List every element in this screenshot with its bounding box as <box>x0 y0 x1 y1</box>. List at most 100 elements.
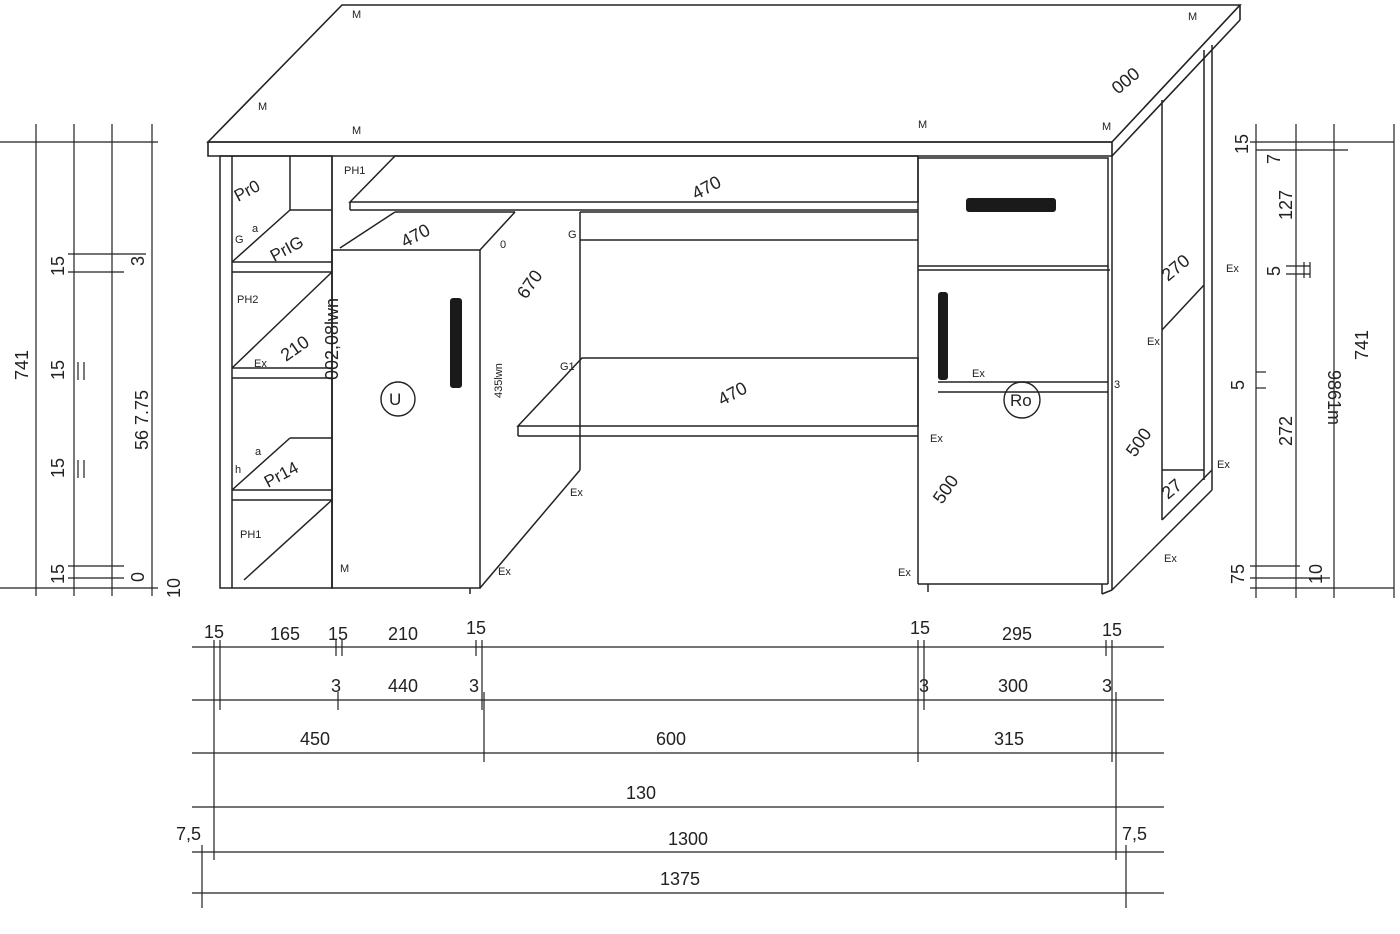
svg-text:3: 3 <box>919 676 929 696</box>
right-cabinet-labels: Ro Ex Ex Ex Ex Ex Ex Ex 3 270 500 500 27 <box>898 250 1239 579</box>
svg-text:270: 270 <box>1158 250 1194 285</box>
svg-text:Pr14: Pr14 <box>261 458 302 492</box>
svg-text:9861m: 9861m <box>1324 370 1344 425</box>
svg-text:440: 440 <box>388 676 418 696</box>
svg-text:G: G <box>235 234 244 246</box>
svg-text:5: 5 <box>1228 380 1248 390</box>
svg-text:670: 670 <box>513 266 547 302</box>
svg-text:M: M <box>340 563 349 575</box>
svg-text:a: a <box>252 223 259 235</box>
svg-text:Ex: Ex <box>498 566 511 578</box>
svg-text:210: 210 <box>277 332 313 366</box>
svg-text:G1: G1 <box>560 361 575 373</box>
svg-text:15: 15 <box>466 618 486 638</box>
svg-text:3: 3 <box>331 676 341 696</box>
svg-text:600: 600 <box>656 729 686 749</box>
svg-text:3: 3 <box>128 256 148 266</box>
svg-text:10: 10 <box>1306 564 1326 584</box>
svg-text:470: 470 <box>714 378 750 410</box>
svg-text:Ex: Ex <box>972 368 985 380</box>
svg-text:Ex: Ex <box>1226 263 1239 275</box>
bottom-dimension-lines <box>192 640 1164 908</box>
svg-text:0: 0 <box>128 572 148 582</box>
bottom-width-dimensions: 15 165 15 210 15 15 295 15 3 440 3 3 300… <box>176 618 1147 889</box>
svg-text:1375: 1375 <box>660 869 700 889</box>
svg-text:000: 000 <box>1108 63 1144 98</box>
svg-text:Ex: Ex <box>1147 336 1160 348</box>
svg-text:Ex: Ex <box>898 567 911 579</box>
table-top <box>206 4 1242 157</box>
left-height-dimensions: 741 15 15 15 15 3 0 10 56 7.75 <box>12 256 184 598</box>
svg-text:PrIG: PrIG <box>267 232 307 265</box>
svg-text:Ex: Ex <box>1217 459 1230 471</box>
svg-text:M: M <box>1188 11 1197 23</box>
right-door-handle <box>938 292 948 380</box>
svg-text:3: 3 <box>1114 379 1120 391</box>
svg-text:0: 0 <box>500 239 506 251</box>
svg-text:15: 15 <box>328 624 348 644</box>
svg-text:450: 450 <box>300 729 330 749</box>
svg-text:75: 75 <box>1228 564 1248 584</box>
svg-text:M: M <box>918 119 927 131</box>
svg-text:295: 295 <box>1002 624 1032 644</box>
right-cabinet <box>917 45 1213 595</box>
drawer-handle <box>966 198 1056 212</box>
svg-text:002,08lwn: 002,08lwn <box>322 298 342 380</box>
left-height-dimension-lines <box>0 124 158 596</box>
svg-text:56 7.75: 56 7.75 <box>132 390 152 450</box>
svg-text:300: 300 <box>998 676 1028 696</box>
svg-text:165: 165 <box>270 624 300 644</box>
svg-text:127: 127 <box>1276 190 1296 220</box>
svg-text:7: 7 <box>1264 154 1284 164</box>
svg-text:7,5: 7,5 <box>1122 824 1147 844</box>
svg-text:Ex: Ex <box>570 487 583 499</box>
right-height-dimensions: 741 15 7 127 5 5 272 75 10 9861m <box>1228 134 1372 584</box>
svg-text:500: 500 <box>929 471 963 507</box>
svg-text:U: U <box>389 390 401 409</box>
left-door-cabinet <box>331 156 581 594</box>
middle-shelf-labels: 470 470 <box>688 172 750 410</box>
svg-text:15: 15 <box>910 618 930 638</box>
svg-text:M: M <box>352 125 361 137</box>
svg-text:15: 15 <box>48 458 68 478</box>
svg-text:741: 741 <box>1352 330 1372 360</box>
left-unit-labels: Pr0 PrIG PH2 210 Ex Pr14 PH1 G a h a <box>231 176 313 541</box>
svg-text:G: G <box>568 229 577 241</box>
svg-text:a: a <box>255 446 262 458</box>
svg-text:470: 470 <box>688 172 724 204</box>
svg-text:15: 15 <box>1232 134 1252 154</box>
svg-text:435lwn: 435lwn <box>493 363 505 398</box>
svg-text:5: 5 <box>1264 266 1284 276</box>
svg-text:15: 15 <box>48 360 68 380</box>
svg-text:7,5: 7,5 <box>176 824 201 844</box>
svg-text:15: 15 <box>48 256 68 276</box>
svg-text:M: M <box>1102 121 1111 133</box>
svg-text:3: 3 <box>1102 676 1112 696</box>
svg-text:130: 130 <box>626 783 656 803</box>
svg-text:M: M <box>352 9 361 21</box>
svg-text:Ex: Ex <box>930 433 943 445</box>
middle-upper-shelf <box>348 155 919 241</box>
svg-text:1300: 1300 <box>668 829 708 849</box>
svg-text:Ro: Ro <box>1010 391 1032 410</box>
svg-text:741: 741 <box>12 350 32 380</box>
svg-text:470: 470 <box>397 220 433 252</box>
svg-text:15: 15 <box>204 622 224 642</box>
right-height-dimension-lines <box>1250 124 1395 598</box>
svg-text:15: 15 <box>1102 620 1122 640</box>
svg-text:h: h <box>235 464 241 476</box>
svg-text:3: 3 <box>469 676 479 696</box>
left-door-handle <box>450 298 462 388</box>
svg-text:272: 272 <box>1276 416 1296 446</box>
left-shelf-unit <box>219 155 333 589</box>
svg-text:Pr0: Pr0 <box>231 176 263 205</box>
top-markings: M M M M M M 000 <box>258 9 1197 137</box>
svg-text:10: 10 <box>164 578 184 598</box>
svg-text:Ex: Ex <box>254 358 267 370</box>
svg-text:Ex: Ex <box>1164 553 1177 565</box>
left-door-marker <box>380 381 416 417</box>
svg-text:M: M <box>258 101 267 113</box>
svg-text:210: 210 <box>388 624 418 644</box>
right-door-marker <box>1003 381 1041 419</box>
